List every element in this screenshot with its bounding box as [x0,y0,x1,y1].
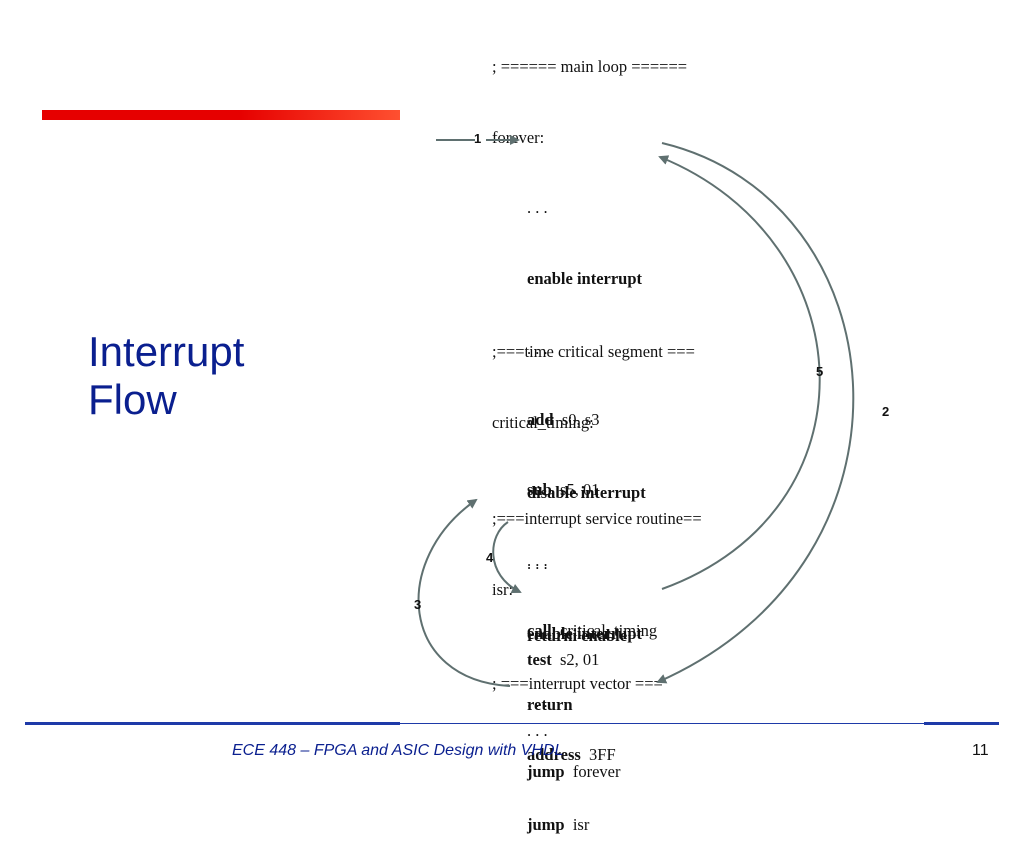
ellipsis: . . . [527,339,548,358]
sub-args: s5, 01 [560,480,600,499]
arrow-5 [658,155,821,590]
returni-enable-instr: returni enable [527,626,628,645]
slide-title: Interrupt Flow [88,328,244,424]
sub-keyword: sub [527,480,552,499]
arrow-label-1: 1 [474,131,482,146]
isr-comment: ;===interrupt service routine== [492,509,702,528]
title-accent-bar [42,110,400,120]
test-instr: test s2, 01 [492,648,702,672]
call-args: critical_timing [560,621,658,640]
add-args: s0, s3 [561,409,600,429]
disable-interrupt-instr: disable interrupt [527,483,646,502]
call-instr: call critical_timing [492,619,687,643]
title-line-1: Interrupt [88,328,245,375]
isr-code: ;===interrupt service routine== isr: tes… [492,460,702,766]
enable-interrupt-instr: enable interrupt [527,268,643,288]
vector-comment: ; ===interrupt vector === [492,674,663,693]
test-keyword: test [527,650,552,669]
footer-course-title: ECE 448 – FPGA and ASIC Design with VHDL [232,742,564,759]
arrow-4 [492,521,522,593]
add-instr: add s0, s3 [492,408,687,432]
jump-isr-args: isr [572,815,590,834]
arrow-label-5: 5 [816,364,824,379]
arrow-label-2: 2 [882,404,890,419]
address-keyword: address [527,744,581,764]
flow-arrows [417,0,855,687]
main-loop-comment: ; ====== main loop ====== [492,57,688,76]
footer-divider [400,723,924,724]
footer-divider-right [924,722,999,725]
ellipsis: . . . [527,550,548,570]
page-number: 11 [972,742,989,759]
ellipsis: . . . [527,553,548,573]
arrow-label-3: 3 [414,597,422,612]
return-instr: return [527,694,573,714]
test-args: s2, 01 [559,650,600,669]
call-keyword: call [527,621,552,640]
jump-keyword: jump [527,815,565,834]
title-line-2: Flow [88,376,177,423]
add-keyword: add [527,409,554,429]
jump-isr-instr: jump isr [492,813,663,837]
footer-divider-left [25,722,400,725]
sub-instr: sub s5, 01 [492,478,687,502]
enable-interrupt-instr: enable interrupt [527,624,643,643]
returni-line: returni enable [492,577,627,671]
critical-segment-code: ;===time critical segment === critical_t… [492,293,695,740]
arrow-2 [656,142,855,684]
arrow-label-4: 4 [486,550,494,565]
arrow-3 [417,498,511,687]
address-args: 3FF [589,744,616,764]
ellipsis: . . . [527,691,548,711]
address-instr: address 3FF [492,743,663,767]
critical-label: critical_timing: [492,412,594,432]
critical-comment: ;===time critical segment === [492,342,695,361]
ellipsis: . . . [527,720,548,740]
ellipsis: . . . [527,198,548,217]
